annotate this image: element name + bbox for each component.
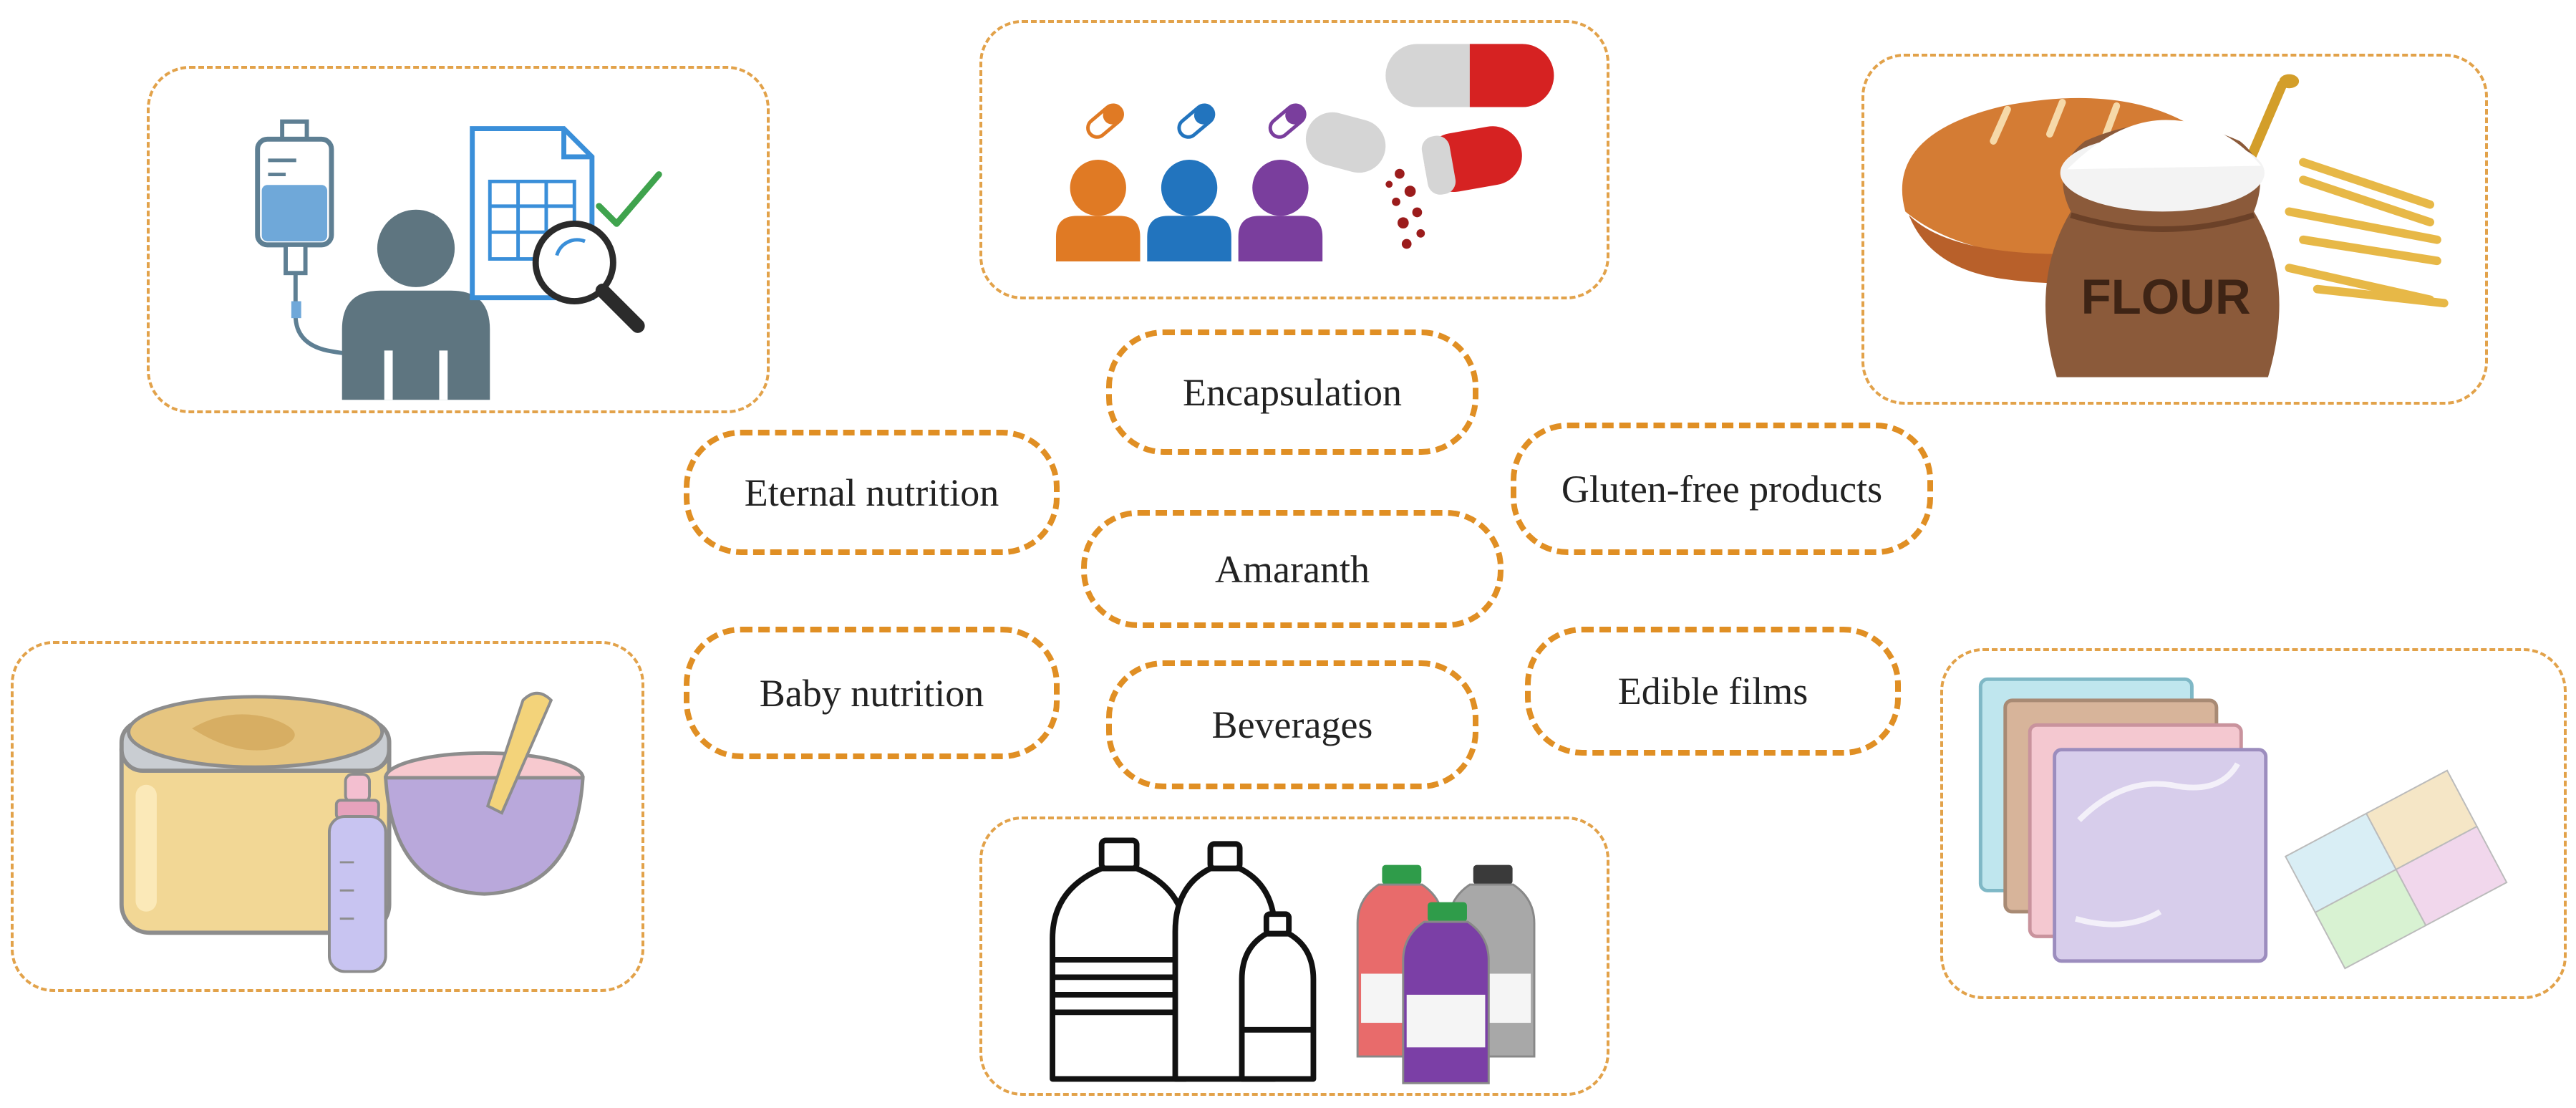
label-edible-films-text: Edible films <box>1617 670 1808 713</box>
flour-sack-label: FLOUR <box>2081 269 2251 324</box>
label-edible-films: Edible films <box>1525 627 1901 756</box>
label-eternal-nutrition: Eternal nutrition <box>684 430 1060 555</box>
label-gluten-free-products-text: Gluten-free products <box>1561 467 1883 511</box>
label-baby-nutrition: Baby nutrition <box>684 627 1060 759</box>
eternal-nutrition-image-frame <box>147 66 770 413</box>
iv-drip-patient-icon <box>255 119 662 400</box>
bottles-icon <box>1050 837 1536 1084</box>
gluten-free-image-frame: FLOUR <box>1861 54 2488 405</box>
label-eternal-nutrition-text: Eternal nutrition <box>744 471 999 514</box>
edible-films-icon <box>1978 677 2508 970</box>
edible-films-image-frame <box>1940 648 2567 999</box>
label-amaranth-text: Amaranth <box>1215 547 1370 591</box>
encapsulation-image-frame <box>979 20 1609 299</box>
capsule-patients-icon <box>1055 44 1554 262</box>
beverages-image-frame <box>979 816 1609 1096</box>
bread-flour-icon: FLOUR <box>1902 74 2449 377</box>
label-gluten-free-products: Gluten-free products <box>1511 423 1933 555</box>
label-encapsulation: Encapsulation <box>1106 329 1478 455</box>
label-amaranth: Amaranth <box>1081 510 1504 628</box>
label-beverages-text: Beverages <box>1211 703 1373 746</box>
baby-food-icon <box>119 691 585 973</box>
baby-nutrition-image-frame <box>11 641 644 992</box>
label-beverages: Beverages <box>1106 660 1478 789</box>
label-baby-nutrition-text: Baby nutrition <box>759 671 984 715</box>
label-encapsulation-text: Encapsulation <box>1183 370 1402 414</box>
